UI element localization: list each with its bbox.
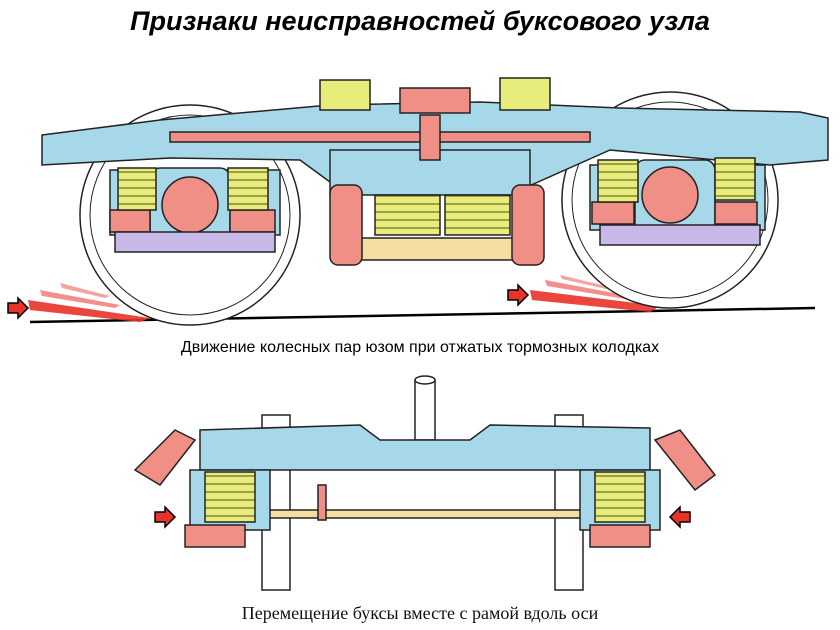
figure2-caption: Перемещение буксы вместе с рамой вдоль о… [241,603,599,623]
brake-arm-left [133,429,197,486]
bogie-side-view [7,77,829,326]
spring-top-right [594,471,646,523]
brake-shoe-left [184,524,246,548]
brake-shoe-right [589,524,651,548]
spring-left-2 [227,167,269,211]
brake-rod [169,131,591,143]
page-title: Признаки неисправностей буксового узла [130,6,710,36]
arrow-left-icon [668,505,691,529]
arrow-right-icon [507,283,530,307]
skid-mark-right [530,275,660,312]
spring-right-2 [714,157,756,201]
king-pin [414,379,436,441]
spring-top-left [204,471,256,523]
spring-right-1 [597,159,639,203]
arrow-right-icon [154,505,177,529]
brake-arm-right [653,429,717,492]
axle [259,509,591,519]
figure1-caption: Движение колесных пар юзом при отжатых т… [180,339,660,356]
center-bolster [319,77,551,266]
arrow-right-icon [7,296,30,320]
spring-left-1 [117,167,157,211]
skid-mark-left [28,283,150,322]
top-frame [199,424,651,471]
bogie-top-view [133,375,717,591]
